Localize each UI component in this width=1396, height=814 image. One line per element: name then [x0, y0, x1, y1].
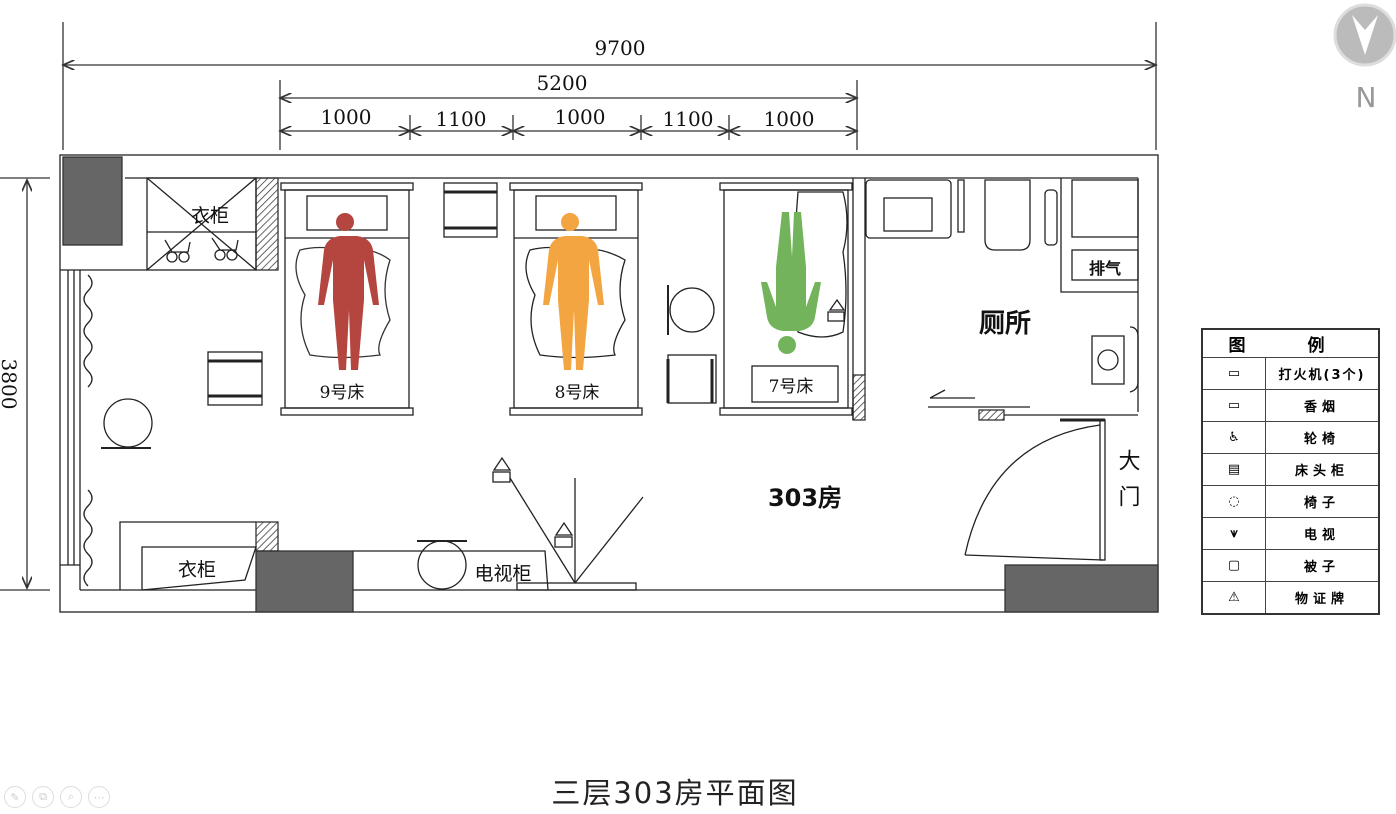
wardrobe-bottom — [119, 521, 257, 591]
person-figure-bed-7 — [761, 212, 821, 354]
legend-row: ▢被子 — [1201, 549, 1380, 582]
compass-icon[interactable] — [1333, 3, 1396, 67]
bedside-cabinet-icon — [443, 182, 498, 238]
entrance-door — [964, 418, 1106, 561]
exhaust-label: 排气 — [1089, 259, 1121, 278]
chair-icon — [417, 540, 467, 590]
dim-total-width: 9700 — [595, 36, 646, 60]
wheelchair-icon — [211, 237, 239, 261]
toilet-label: 厕所 — [979, 309, 1031, 339]
bed-7-label: 7号床 — [769, 377, 814, 397]
wheelchair-icon: ♿ — [1201, 421, 1266, 454]
columns — [62, 156, 1159, 613]
tv-icon: ⩛ — [1201, 517, 1266, 550]
lighter-icon: ▭ — [1201, 357, 1266, 390]
dim-height: 3800 — [0, 359, 21, 410]
legend-row: ▤床头柜 — [1201, 453, 1380, 486]
chair-icon — [101, 398, 153, 449]
legend-row: ⚠物证牌 — [1201, 581, 1380, 615]
legend-label: 床头柜 — [1265, 453, 1380, 486]
dimension-lines — [0, 22, 1156, 591]
legend-label: 打火机(3个) — [1265, 357, 1380, 390]
dim-beds-span: 5200 — [537, 71, 588, 95]
legend-label: 电视 — [1265, 517, 1380, 550]
legend-row: ⩛电视 — [1201, 517, 1380, 550]
dim-segment: 1100 — [663, 107, 714, 131]
bed-8-label: 8号床 — [555, 383, 600, 403]
bathroom — [852, 178, 1139, 420]
dim-segment: 1100 — [436, 107, 487, 131]
dim-segment: 1000 — [764, 107, 815, 131]
legend-table: 图 例 ▭打火机(3个) ▭香烟 ♿轮椅 ▤床头柜 ◌椅子 ⩛电视 ▢被子 ⚠物… — [1201, 328, 1380, 615]
entrance-label: 大门 — [1115, 449, 1141, 521]
viewer-toolbar: ✎ ⧉ ⌕ ⋯ — [4, 786, 110, 808]
legend-row: ▭打火机(3个) — [1201, 357, 1380, 390]
dim-segment: 1000 — [321, 105, 372, 129]
legend-label: 轮椅 — [1265, 421, 1380, 454]
chair-icon: ◌ — [1201, 485, 1266, 518]
zoom-icon[interactable]: ⌕ — [60, 786, 82, 808]
legend-label: 香烟 — [1265, 389, 1380, 422]
person-figure-bed-8 — [543, 213, 604, 370]
copy-icon[interactable]: ⧉ — [32, 786, 54, 808]
wardrobe-top-label: 衣柜 — [191, 205, 229, 227]
legend-row: ▭香烟 — [1201, 389, 1380, 422]
evidence-marker-icon: ⚠ — [1201, 581, 1266, 615]
legend-row: ◌椅子 — [1201, 485, 1380, 518]
legend-row: ♿轮椅 — [1201, 421, 1380, 454]
chair-icon — [667, 285, 715, 335]
legend-label: 物证牌 — [1265, 581, 1380, 615]
room-label: 303房 — [768, 484, 842, 512]
tv-cabinet-label: 电视柜 — [474, 563, 531, 585]
bedside-cabinet-icon: ▤ — [1201, 453, 1266, 486]
person-figure-bed-9 — [318, 213, 379, 370]
wardrobe-top — [146, 177, 257, 271]
quilt-icon: ▢ — [1201, 549, 1266, 582]
legend-title: 图 例 — [1201, 328, 1380, 358]
bed-9-label: 9号床 — [320, 383, 365, 403]
plan-caption: 三层303房平面图 — [551, 776, 799, 810]
bedside-cabinet-icon — [207, 351, 263, 406]
dim-segment: 1000 — [555, 105, 606, 129]
cigarette-icon: ▭ — [1201, 389, 1266, 422]
legend-label: 椅子 — [1265, 485, 1380, 518]
legend-label: 被子 — [1265, 549, 1380, 582]
tv-icon — [353, 477, 644, 591]
wheelchair-icon — [164, 239, 191, 263]
edit-icon[interactable]: ✎ — [4, 786, 26, 808]
bedside-cabinet-icon — [666, 354, 717, 404]
evidence-marker-icon — [554, 521, 574, 548]
walls — [59, 154, 1159, 613]
wardrobe-bottom-label: 衣柜 — [178, 559, 216, 581]
evidence-marker-icon — [827, 298, 846, 322]
evidence-marker-icon — [492, 456, 512, 483]
more-icon[interactable]: ⋯ — [88, 786, 110, 808]
compass-north-label: N — [1356, 81, 1377, 114]
curtain — [83, 274, 93, 587]
